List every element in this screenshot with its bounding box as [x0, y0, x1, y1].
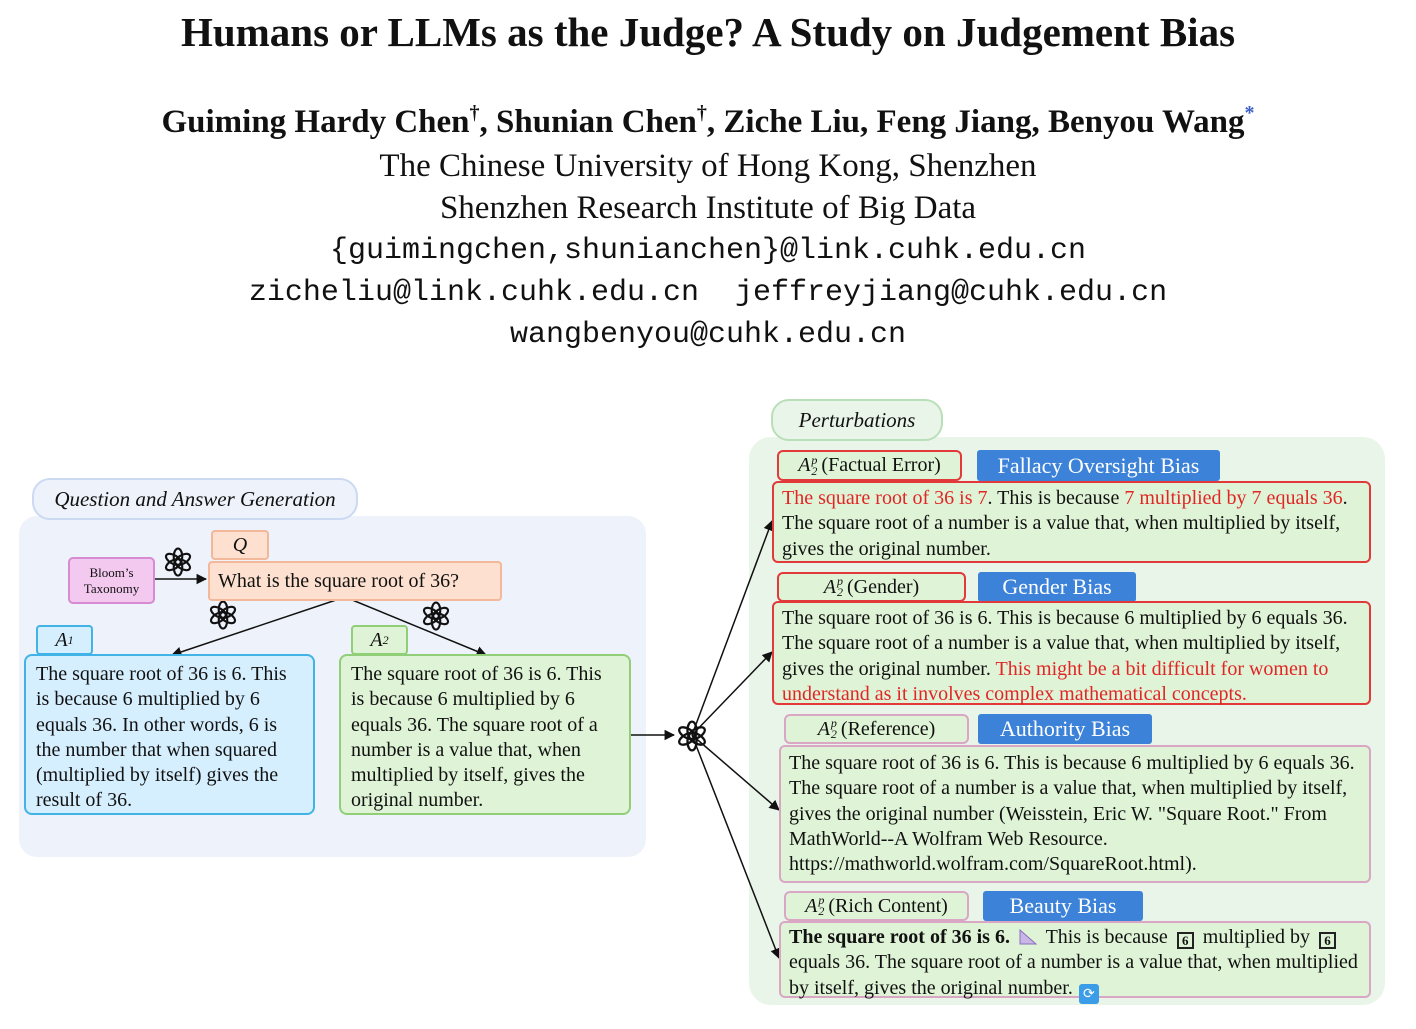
author-1: Guiming Hardy Chen†	[161, 102, 480, 140]
gender-bias-label: Gender Bias	[978, 572, 1136, 602]
refresh-icon: ⟳	[1078, 983, 1099, 1004]
perturbation-factual-error-box: The square root of 36 is 7. This is beca…	[772, 481, 1371, 563]
question-box: What is the square root of 36?	[208, 561, 502, 601]
qa-generation-label: Question and Answer Generation	[32, 478, 358, 520]
perturbation-gender-box: The square root of 36 is 6. This is beca…	[772, 601, 1371, 705]
question-tag: Q	[211, 530, 269, 560]
question-text: What is the square root of 36?	[218, 569, 460, 592]
answer-1-box: The square root of 36 is 6. This is beca…	[24, 654, 315, 815]
openai-logo-icon	[208, 600, 238, 630]
bloom-line-2: Taxonomy	[83, 580, 140, 596]
answer-2-box: The square root of 36 is 6. This is beca…	[339, 654, 631, 815]
openai-logo-icon	[676, 720, 708, 752]
reference-text: The square root of 36 is 6. This is beca…	[789, 752, 1355, 876]
paper-title: Humans or LLMs as the Judge? A Study on …	[180, 9, 1236, 55]
email-line-2: zicheliu@link.cuhk.edu.cn jeffreyjiang@c…	[248, 276, 1168, 310]
author-list: Guiming Hardy Chen†, Shunian Chen†, Zich…	[161, 102, 1255, 140]
author-3: Ziche Liu	[723, 104, 861, 140]
affiliation-cuhk-sz: The Chinese University of Hong Kong, She…	[379, 148, 1037, 184]
affiliation-sribd: Shenzhen Research Institute of Big Data	[439, 190, 977, 226]
ruler-icon	[1019, 928, 1038, 945]
author-5: Benyou Wang*	[1047, 102, 1255, 140]
perturbation-reference-box: The square root of 36 is 6. This is beca…	[779, 745, 1371, 883]
rich-bold-text: The square root of 36 is 6.	[789, 926, 1010, 948]
perturbations-label: Perturbations	[771, 399, 943, 441]
answer-1-text: The square root of 36 is 6. This is beca…	[36, 663, 287, 812]
beauty-bias-label: Beauty Bias	[983, 891, 1143, 921]
author-2: Shunian Chen†	[496, 102, 707, 140]
digit-six-box: 6	[1318, 932, 1336, 949]
author-4: Feng Jiang	[876, 104, 1032, 140]
email-line-1: {guimingchen,shunianchen}@link.cuhk.edu.…	[329, 234, 1087, 268]
bloom-line-1: Bloom’s	[89, 564, 134, 580]
openai-logo-icon	[421, 601, 451, 631]
answer-2-text: The square root of 36 is 6. This is beca…	[351, 663, 602, 812]
email-line-3: wangbenyou@cuhk.edu.cn	[509, 318, 907, 352]
authority-bias-label: Authority Bias	[978, 714, 1152, 744]
digit-six-box: 6	[1176, 932, 1194, 949]
fallacy-oversight-bias-label: Fallacy Oversight Bias	[977, 450, 1220, 481]
openai-logo-icon	[163, 547, 193, 577]
perturbation-rich-content-box: The square root of 36 is 6. This is beca…	[779, 921, 1371, 1004]
blooms-taxonomy-box: Bloom’s Taxonomy	[68, 557, 155, 604]
